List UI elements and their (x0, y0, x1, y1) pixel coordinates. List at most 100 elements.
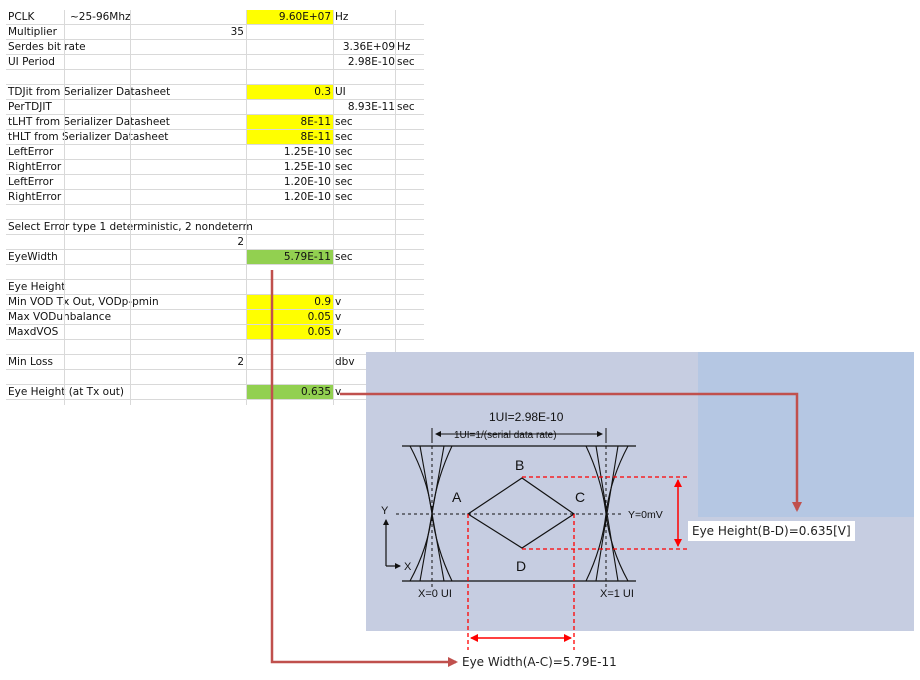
cell-a[interactable]: Multiplier (8, 26, 57, 38)
sheet-row: RightError 1.20E-10 sec (6, 190, 424, 205)
point-d-label: D (516, 558, 526, 574)
diagram-panel-right (698, 352, 914, 517)
cell-a[interactable]: EyeWidth (8, 251, 58, 263)
cell-a[interactable]: Max VODunbalance (8, 311, 112, 323)
cell-a[interactable]: UI Period (8, 56, 55, 68)
sheet-row: LeftError 1.20E-10 sec (6, 175, 424, 190)
cell-f[interactable]: sec (397, 101, 415, 113)
cell-a[interactable]: PCLK (8, 11, 35, 23)
gridline (333, 10, 334, 405)
sheet-row: 2 (6, 235, 424, 250)
cell-ef[interactable]: 2.98E-10 (347, 56, 395, 68)
cell-e[interactable]: UI (335, 86, 346, 98)
point-c-label: C (575, 489, 585, 505)
cell-a[interactable]: Eye Height (at Tx out) (8, 386, 124, 398)
cell-e[interactable]: v (335, 296, 342, 308)
cell-a[interactable]: Min Loss (8, 356, 53, 368)
cell-d[interactable]: 9.60E+07 (246, 10, 333, 24)
cell-ef[interactable]: 8.93E-11 (347, 101, 395, 113)
cell-c[interactable]: 2 (237, 236, 244, 248)
gridline (395, 10, 396, 405)
eye-height-connector (340, 392, 802, 512)
point-a-label: A (452, 489, 462, 505)
sheet-row: RightError 1.25E-10 sec (6, 160, 424, 175)
cell-d[interactable]: 1.25E-10 (283, 161, 331, 173)
cell-d[interactable]: 1.20E-10 (283, 176, 331, 188)
cell-e[interactable]: sec (335, 131, 353, 143)
x1-label: X=1 UI (600, 588, 634, 600)
cell-a[interactable]: RightError (8, 161, 62, 173)
cell-e[interactable]: v (335, 386, 342, 398)
cell-a[interactable]: LeftError (8, 176, 54, 188)
cell-a[interactable]: tLHT from Serializer Datasheet (8, 116, 170, 128)
gridline (64, 10, 65, 405)
cell-d[interactable]: 0.05 (246, 325, 333, 339)
gridline (246, 10, 247, 405)
sheet-row (6, 205, 424, 220)
cell-e[interactable]: sec (335, 251, 353, 263)
cell-e[interactable]: sec (335, 116, 353, 128)
sheet-row (6, 265, 424, 280)
cell-d[interactable]: 8E-11 (246, 130, 333, 144)
cell-b[interactable]: ~25-96Mhz (70, 11, 131, 23)
x-axis-label: X (404, 561, 412, 573)
cell-a[interactable]: MaxdVOS (8, 326, 59, 338)
y-zero-label: Y=0mV (628, 509, 663, 521)
cell-c[interactable]: 35 (230, 26, 244, 38)
cell-d[interactable]: 0.635 (246, 385, 333, 399)
cell-d[interactable]: 0.3 (246, 85, 333, 99)
cell-d[interactable]: 8E-11 (246, 115, 333, 129)
cell-f[interactable]: Hz (397, 41, 411, 53)
cell-c[interactable]: 2 (237, 356, 244, 368)
cell-e[interactable]: v (335, 326, 342, 338)
y-axis-label: Y (381, 505, 389, 517)
cell-d[interactable]: 1.25E-10 (283, 146, 331, 158)
cell-e[interactable]: dbv (335, 356, 355, 368)
cell-a[interactable]: LeftError (8, 146, 54, 158)
cell-a[interactable]: tHLT from Serializer Datasheet (8, 131, 169, 143)
cell-a[interactable]: TDJit from Serializer Datasheet (8, 86, 171, 98)
ui-label: 1UI=2.98E-10 (489, 410, 564, 424)
cell-f[interactable]: sec (397, 56, 415, 68)
cell-a[interactable]: Serdes bit rate (8, 41, 86, 53)
sheet-row: Min Loss 2 dbv (6, 355, 424, 370)
cell-ef[interactable]: 3.36E+09 (342, 41, 395, 53)
cell-e[interactable]: Hz (335, 11, 349, 23)
sheet-row (6, 370, 424, 385)
cell-e[interactable]: sec (335, 176, 353, 188)
cell-d[interactable]: 0.9 (246, 295, 333, 309)
eye-height-callout: Eye Height(B-D)=0.635[V] (688, 521, 855, 541)
cell-d[interactable]: 1.20E-10 (283, 191, 331, 203)
sheet-row: Multiplier 35 (6, 25, 424, 40)
cell-a[interactable]: Eye Height (8, 281, 66, 293)
cell-e[interactable]: v (335, 311, 342, 323)
gridline (130, 10, 131, 405)
cell-a[interactable]: RightError (8, 191, 62, 203)
point-b-label: B (515, 457, 524, 473)
cell-a[interactable]: PerTDJIT (8, 101, 52, 113)
cell-d[interactable]: 0.05 (246, 310, 333, 324)
sheet-row: Eye Height (6, 280, 424, 295)
cell-d[interactable]: 5.79E-11 (246, 250, 333, 264)
cell-e[interactable]: sec (335, 161, 353, 173)
cell-e[interactable]: sec (335, 191, 353, 203)
cell-a[interactable]: Min VOD Tx Out, VODp-pmin (8, 296, 159, 308)
eye-width-callout: Eye Width(A-C)=5.79E-11 (459, 653, 620, 671)
x0-label: X=0 UI (418, 588, 452, 600)
sheet-row (6, 340, 424, 355)
sheet-row (6, 70, 424, 85)
cell-e[interactable]: sec (335, 146, 353, 158)
ui-formula: 1UI=1/(serial data rate) (454, 430, 557, 441)
